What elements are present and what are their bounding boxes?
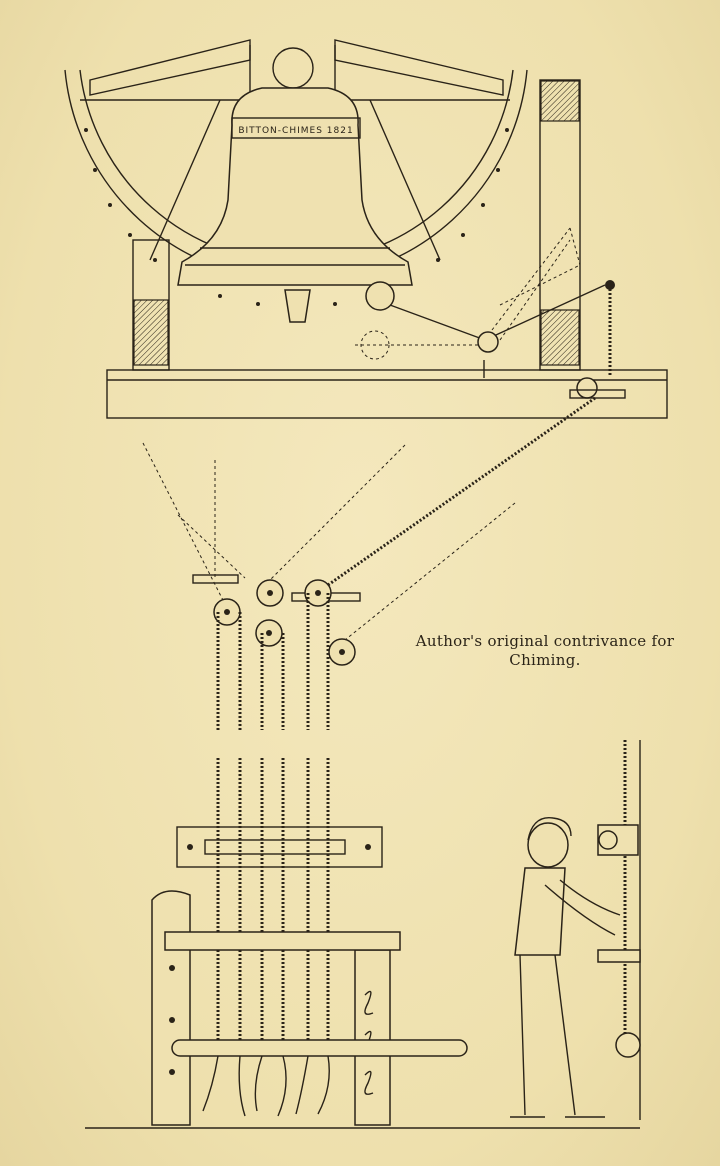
ringer-figure	[510, 740, 641, 1120]
floor-beam	[106, 360, 668, 419]
chiming-frame	[85, 758, 640, 1129]
chiming-ropes	[142, 396, 596, 641]
figure-caption: Author's original contrivance for Chimin…	[400, 632, 690, 670]
vertical-ropes-upper	[216, 593, 330, 730]
caption-line-2: Chiming.	[509, 651, 581, 669]
caption-line-1: Author's original contrivance for	[415, 632, 675, 650]
bell-inscription: BITTON-CHIMES 1821	[238, 126, 353, 136]
bell-wheel-assembly: BITTON-CHIMES 1821	[64, 39, 615, 375]
pulleys	[192, 574, 361, 666]
